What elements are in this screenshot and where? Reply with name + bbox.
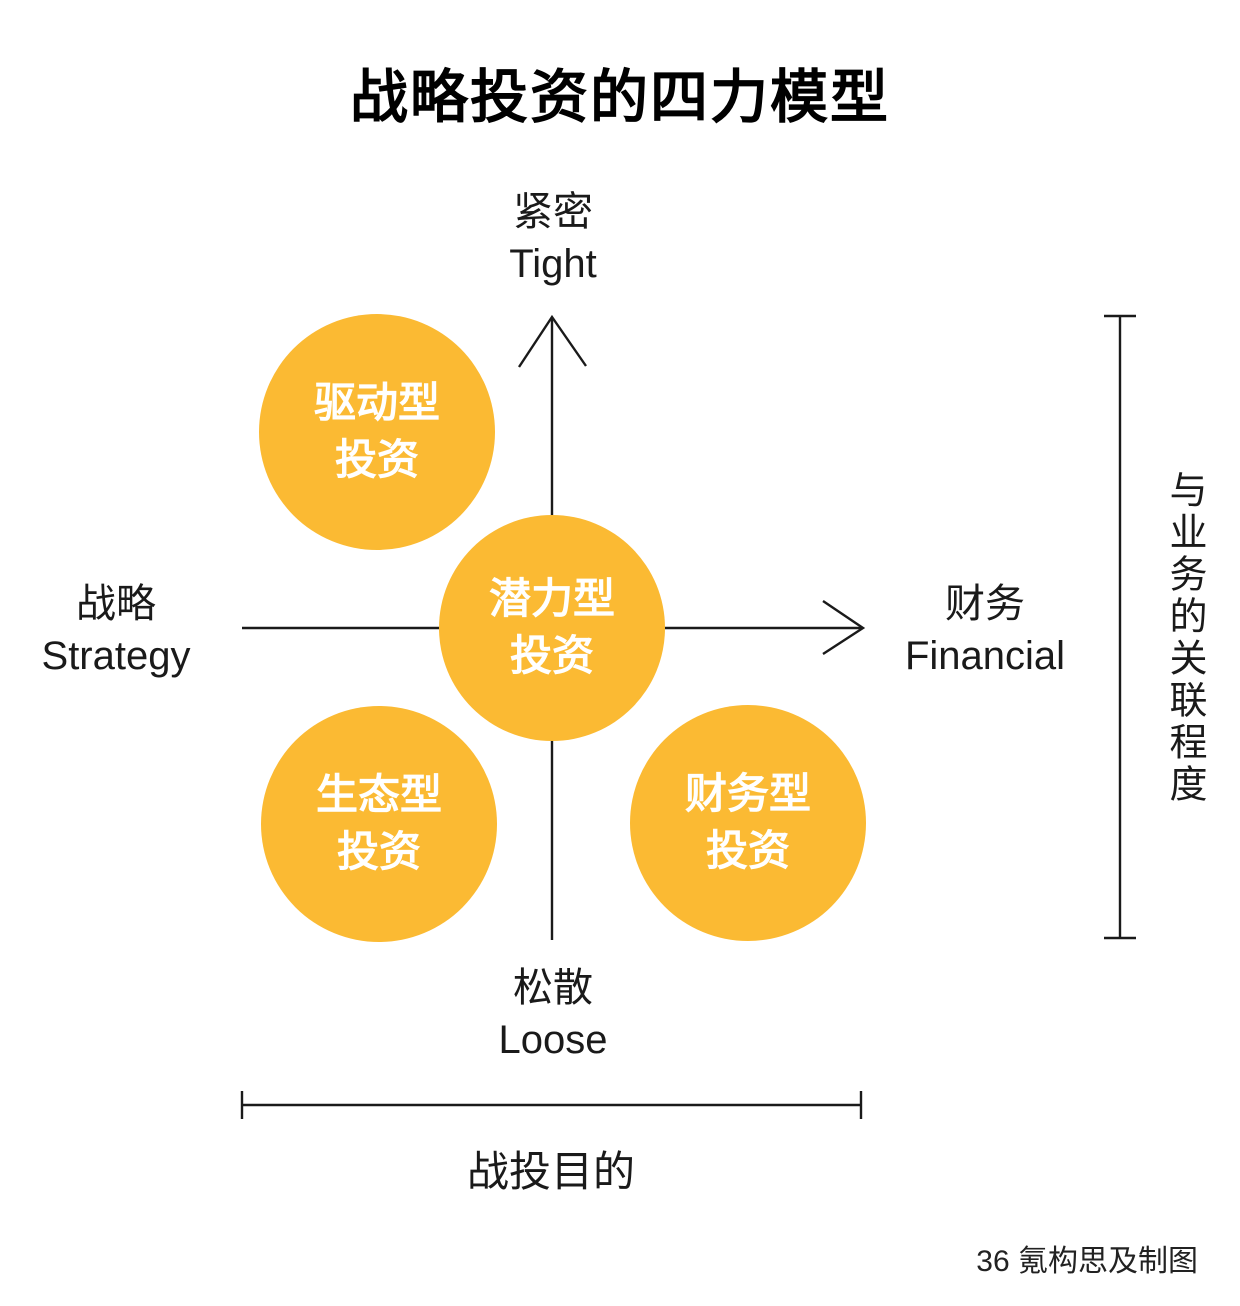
axis-label-top-zh: 紧密 bbox=[513, 190, 593, 234]
bubble-financial-investment: 财务型 投资 bbox=[630, 705, 866, 941]
bubble-potential-label: 潜力型 投资 bbox=[489, 571, 615, 684]
bubble-ecosystem-line1: 生态型 bbox=[315, 771, 442, 819]
axis-label-left-zh: 战略 bbox=[76, 582, 156, 626]
right-bracket bbox=[1104, 314, 1136, 940]
axis-label-right-zh: 财务 bbox=[945, 582, 1025, 626]
bottom-bracket bbox=[240, 1091, 863, 1119]
axis-label-right: 财务 Financial bbox=[835, 578, 1135, 682]
bubble-financial-line1: 财务型 bbox=[684, 770, 811, 818]
axis-label-left-en: Strategy bbox=[41, 634, 191, 678]
right-bracket-label: 与业务的关联程度 bbox=[1163, 470, 1205, 806]
axis-label-bottom-en: Loose bbox=[498, 1018, 608, 1062]
axis-label-top-en: Tight bbox=[509, 242, 597, 286]
axis-label-top: 紧密 Tight bbox=[403, 186, 703, 290]
bubble-ecosystem-label: 生态型 投资 bbox=[316, 767, 442, 880]
bubble-ecosystem-investment: 生态型 投资 bbox=[261, 706, 497, 942]
bottom-bracket-label: 战投目的 bbox=[466, 1148, 635, 1195]
bubble-drive-line2: 投资 bbox=[334, 436, 419, 483]
up-arrowhead-icon bbox=[517, 314, 587, 368]
bubble-financial-label: 财务型 投资 bbox=[685, 766, 811, 879]
page-title: 战略投资的四力模型 bbox=[349, 65, 890, 130]
bubble-potential-line1: 潜力型 bbox=[488, 575, 615, 623]
right-arrowhead-icon bbox=[822, 600, 866, 656]
axis-label-left: 战略 Strategy bbox=[0, 578, 232, 682]
axis-label-bottom: 松散 Loose bbox=[403, 962, 703, 1066]
axis-label-bottom-zh: 松散 bbox=[513, 966, 593, 1010]
bubble-ecosystem-line2: 投资 bbox=[336, 828, 421, 875]
bubble-potential-investment: 潜力型 投资 bbox=[439, 515, 665, 741]
bubble-drive-line1: 驱动型 bbox=[313, 379, 440, 427]
bubble-potential-line2: 投资 bbox=[509, 632, 594, 679]
bubble-drive-label: 驱动型 投资 bbox=[314, 375, 440, 488]
bubble-drive-investment: 驱动型 投资 bbox=[259, 314, 495, 550]
bubble-financial-line2: 投资 bbox=[705, 827, 790, 874]
axis-label-right-en: Financial bbox=[904, 634, 1066, 678]
credit-text: 36 氪构思及制图 bbox=[976, 1245, 1198, 1278]
